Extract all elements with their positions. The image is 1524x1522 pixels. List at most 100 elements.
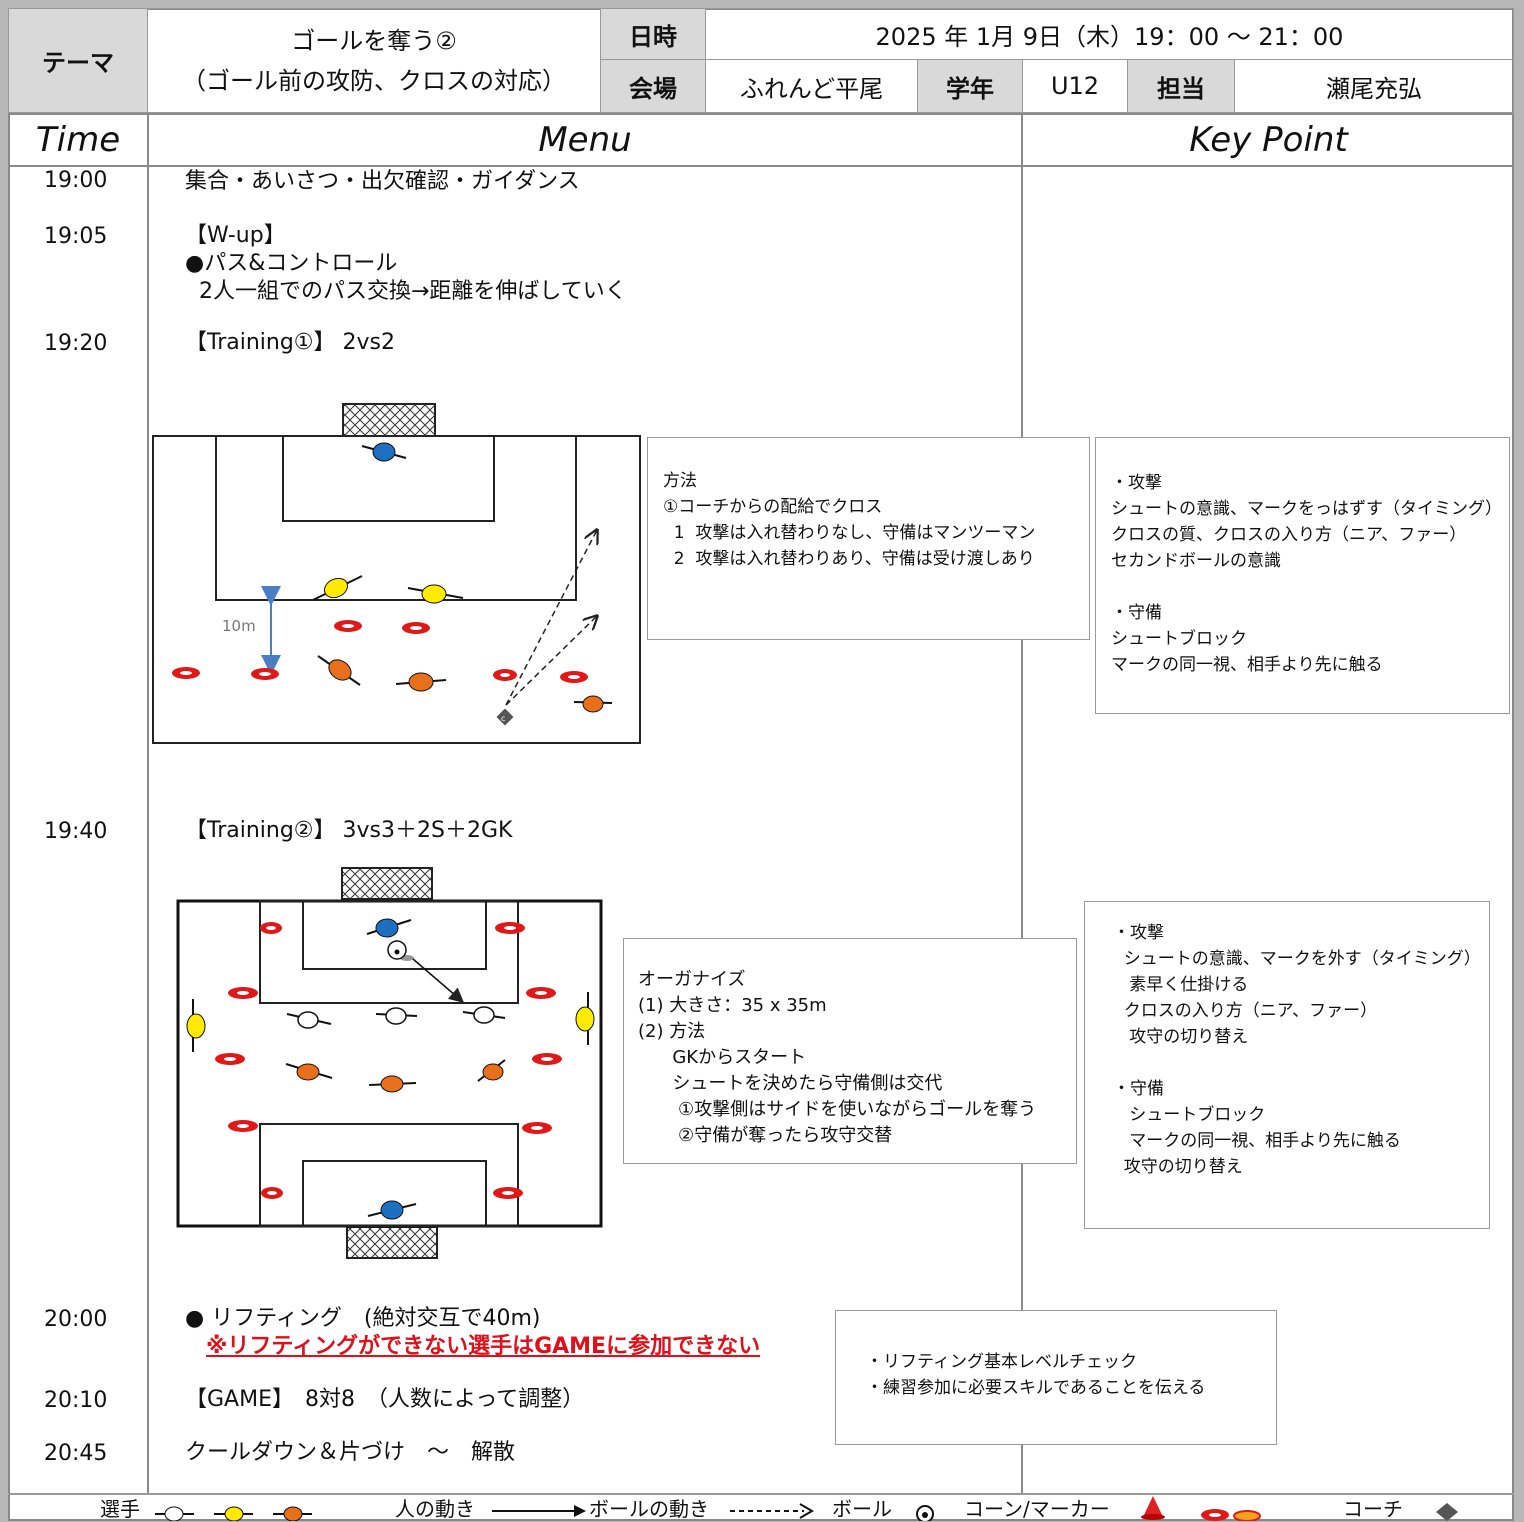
goal-area [302,1160,487,1227]
marker-icon [1233,1510,1261,1521]
lifting-warning-note: ※リフティングができない選手はGAMEに参加できない [206,1334,761,1359]
player-icon [155,1506,194,1521]
marker-icon [334,620,362,632]
training2-organize-box: オーガナイズ (1) 大きさ：35 x 35m (2) 方法 GKからスタート … [623,938,1077,1164]
keypoint-column-head: Key Point [1189,120,1348,160]
training2-field-diagram [176,867,603,1259]
schedule-time: 19:00 [44,168,108,193]
marker-icon [493,669,517,681]
legend-person-move-arrow [492,1505,586,1517]
marker-icon [260,922,282,934]
venue-value: ふれんど平尾 [705,59,918,113]
training1-field-diagram: 10m c [152,403,641,744]
player-icon [395,672,447,692]
legend-cone-label: コーン/マーカー [964,1497,1110,1521]
schedule-time: 19:20 [44,331,108,356]
schedule-time: 20:10 [44,1388,108,1413]
svg-text:c: c [501,714,505,723]
marker-icon [1201,1509,1229,1521]
training1-keypoint-box: ・攻撃 シュートの意識、マークをっはずす（タイミング） クロスの質、クロスの入り… [1095,437,1510,714]
player-icon [273,1506,312,1521]
goal-area [282,435,495,522]
goal-area [302,900,487,970]
player-icon [477,1059,506,1082]
distance-label: 10m [222,617,256,635]
training2-keypoint-box: ・攻撃 シュートの意識、マークを外す（タイミング） 素早く仕掛ける クロスの入り… [1084,901,1490,1229]
keypoint-column-divider [1021,113,1023,1493]
theme-title: ゴールを奪う② （ゴール前の攻防、クロスの対応） [147,8,601,113]
marker-icon [251,668,279,680]
schedule-item: 集合・あいさつ・出欠確認・ガイダンス [185,169,580,194]
ball-icon [916,1505,934,1521]
coach-icon [1436,1503,1458,1521]
player-icon [462,1006,506,1024]
training-plan-sheet [8,8,1514,1521]
goal-net-icon [346,1226,438,1259]
legend-player-icons [155,1506,312,1521]
schedule-item: 【Training②】 3vs3＋2S＋2GK [185,818,513,843]
grade-value: U12 [1022,59,1128,113]
player-icon [368,1075,417,1093]
schedule-item: ● リフティング (絶対交互で40m) [185,1306,541,1331]
training1-method-box: 方法 ①コーチからの配給でクロス 1 攻撃は入れ替わりなし、守備はマンツーマン … [647,437,1090,640]
time-column-divider [147,113,149,1493]
schedule-time: 19:40 [44,819,108,844]
player-icon [285,1063,333,1081]
marker-icon [495,922,525,934]
ball-move-arrow [412,958,465,1003]
divider [8,1493,1514,1495]
theme-label: テーマ [8,8,148,113]
marker-icon [261,1187,283,1199]
legend-cone-marker-icons [1141,1496,1261,1521]
marker-icon [522,1122,552,1134]
ball-move-arrow [505,616,597,706]
marker-icon [172,667,200,679]
date-label: 日時 [600,8,706,60]
legend-coach-label: コーチ [1343,1497,1403,1521]
time-column-head: Time [35,120,121,160]
marker-icon [560,671,588,683]
cone-icon [1141,1496,1165,1520]
marker-icon [532,1053,562,1065]
ball-move-arrow [505,530,597,706]
coach-icon: c [496,708,514,726]
legend-person-move-label: 人の動き [395,1497,475,1521]
legend-ball-move-label: ボールの動き [589,1497,709,1521]
player-icon [286,1011,332,1029]
marker-icon [215,1053,245,1065]
staff-value: 瀬尾充弘 [1234,59,1514,113]
field-boundary [152,435,641,744]
player-icon [312,575,363,601]
player-icon [186,999,206,1052]
player-icon [367,1200,417,1220]
divider [8,113,1514,115]
schedule-item: 【GAME】 8対8 （人数によって調整） [185,1387,585,1412]
player-icon [361,442,407,462]
player-icon [575,992,595,1045]
schedule-item: クールダウン＆片づけ ～ 解散 [185,1440,516,1465]
grade-label: 学年 [917,59,1023,113]
legend-ball-move-arrow [730,1503,814,1519]
theme-title-line1: ゴールを奪う② [291,26,457,55]
lifting-check-box: ・リフティング基本レベルチェック ・練習参加に必要スキルであることを伝える [835,1310,1277,1445]
legend-ball-label: ボール [832,1497,892,1521]
player-icon [375,1007,418,1025]
schedule-time: 20:00 [44,1307,108,1332]
penalty-area [215,435,577,601]
legend-player-label: 選手 [100,1497,140,1521]
goal-net-icon [342,403,436,437]
staff-label: 担当 [1127,59,1235,113]
venue-label: 会場 [600,59,706,113]
schedule-item: 【W-up】 ●パス&コントロール 2人一組でのパス交換→距離を伸ばしていく [185,223,627,304]
schedule-time: 20:45 [44,1441,108,1466]
player-icon [214,1506,253,1521]
player-icon [573,695,613,713]
theme-title-line2: （ゴール前の攻防、クロスの対応） [182,66,566,95]
schedule-time: 19:05 [44,224,108,249]
ball-icon [387,940,414,961]
marker-icon [526,987,556,999]
date-value: 2025 年 1月 9日（木）19：00 ～ 21：00 [705,8,1514,60]
goal-net-icon [341,867,433,900]
marker-icon [228,1120,258,1132]
marker-icon [493,1187,523,1199]
